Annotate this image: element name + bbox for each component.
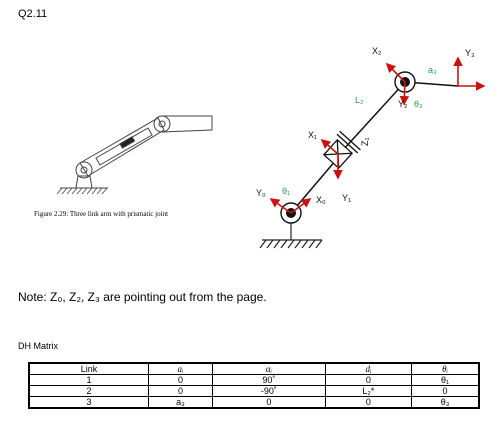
- label-y1: Y₁: [342, 193, 351, 203]
- label-x0: X₀: [316, 195, 326, 205]
- table-cell: θ₁: [411, 374, 481, 386]
- ground: [259, 214, 323, 249]
- label-y2: Y₂: [398, 99, 408, 109]
- three-link-arm-figure: [56, 115, 213, 195]
- table-cell: a₃: [147, 396, 214, 409]
- table-cell: -90˚: [212, 385, 326, 397]
- header-theta: θᵢ: [411, 362, 481, 375]
- table-cell: 2: [27, 385, 149, 397]
- dh-title: DH Matrix: [18, 341, 58, 351]
- table-cell: 0: [212, 396, 326, 409]
- table-row: 3 a₃ 0 0 θ₃: [27, 396, 481, 409]
- dh-table: Link aᵢ αᵢ dᵢ θᵢ 1 0 90˚ 0 θ₁ 2 0 -90˚ L…: [27, 362, 481, 409]
- table-cell: 3: [27, 396, 149, 409]
- table-cell: 0: [147, 385, 214, 397]
- header-link: Link: [27, 362, 149, 375]
- table-cell: 0: [324, 374, 413, 386]
- table-cell: L₂*: [324, 385, 413, 397]
- question-label: Q2.11: [18, 8, 48, 20]
- note-text: Note: Z₀, Z₂, Z₃ are pointing out from t…: [18, 290, 267, 304]
- label-y0: Y₀: [256, 188, 266, 198]
- label-x2: X₂: [372, 46, 382, 56]
- label-x1: X₁: [308, 130, 317, 140]
- label-z1: Z₁: [360, 137, 370, 146]
- label-theta3: θ₃: [414, 99, 423, 109]
- arm-links: [290, 81, 459, 214]
- table-cell: 0: [147, 374, 214, 386]
- label-a3: a₃: [428, 65, 437, 75]
- label-y3: Y₃: [465, 48, 475, 58]
- table-row: 2 0 -90˚ L₂* 0: [27, 385, 481, 397]
- header-alpha: αᵢ: [212, 362, 326, 375]
- arm-diagram: Y₀ X₀ X₁ Y₁ Z₁ X₂ Y₂ Y₃ θ₁ L₂ θ₃ a₃: [56, 46, 486, 249]
- table-row: 1 0 90˚ 0 θ₁: [27, 374, 481, 386]
- table-cell: 0: [324, 396, 413, 409]
- table-cell: θ₃: [411, 396, 481, 409]
- table-cell: 1: [27, 374, 149, 386]
- frame-axes: [269, 56, 486, 214]
- label-l2: L₂: [355, 95, 364, 105]
- label-theta1: θ₁: [282, 186, 290, 196]
- header-d: dᵢ: [324, 362, 413, 375]
- header-a: aᵢ: [147, 362, 214, 375]
- figure-caption: Figure 2.29: Three link arm with prismat…: [34, 210, 169, 218]
- table-cell: 0: [411, 385, 481, 397]
- dh-header-row: Link aᵢ αᵢ dᵢ θᵢ: [27, 362, 481, 375]
- table-cell: 90˚: [212, 374, 326, 386]
